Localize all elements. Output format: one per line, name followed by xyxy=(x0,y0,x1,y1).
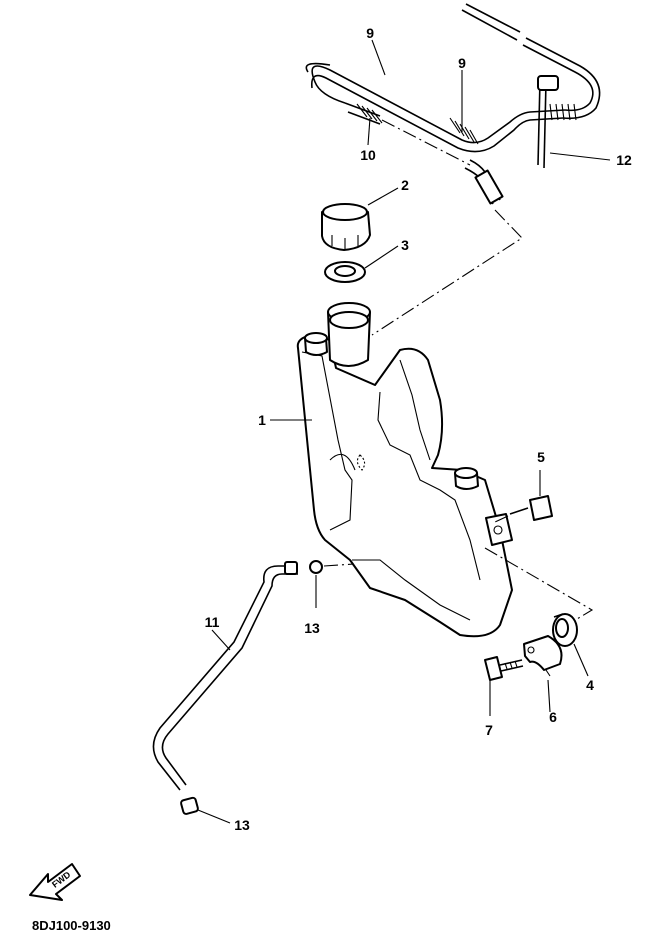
reservoir-tank-1 xyxy=(296,302,513,638)
callout-13-lower: 13 xyxy=(234,817,250,833)
gasket-3 xyxy=(324,261,366,283)
callout-7: 7 xyxy=(485,722,493,738)
diagram-code: 8DJ100-9130 xyxy=(32,918,111,933)
callout-1: 1 xyxy=(258,412,266,428)
hose-clip-12 xyxy=(537,75,559,169)
bolt-5 xyxy=(494,495,553,523)
reservoir-cap-2 xyxy=(321,203,371,251)
hose-clamp-13-lower xyxy=(180,796,199,815)
fwd-arrow-icon: FWD xyxy=(29,863,81,901)
assembly-leader-4 xyxy=(484,547,594,623)
callout-9: 9 xyxy=(458,55,466,71)
overflow-hose-11 xyxy=(152,561,298,791)
callout-4: 4 xyxy=(586,677,594,693)
callout-10: 10 xyxy=(360,147,376,163)
bracket-6 xyxy=(523,635,563,677)
hose-spring-10 xyxy=(356,103,383,124)
callout-3: 3 xyxy=(401,237,409,253)
callout-12: 12 xyxy=(616,152,632,168)
leader-lines xyxy=(197,39,611,824)
hose-spring-12 xyxy=(549,103,577,121)
callout-2: 2 xyxy=(401,177,409,193)
callout-11: 11 xyxy=(205,614,220,630)
hose-clamp-13-upper xyxy=(309,560,355,574)
breather-hose-assembly xyxy=(305,3,601,336)
callout-13-upper: 13 xyxy=(304,620,320,636)
damper-4 xyxy=(552,613,578,647)
bolt-7 xyxy=(484,656,524,681)
callout-8: 9 xyxy=(366,25,374,41)
hose-spring-9 xyxy=(449,117,479,145)
callout-5: 5 xyxy=(537,449,545,465)
callout-6: 6 xyxy=(549,709,557,725)
